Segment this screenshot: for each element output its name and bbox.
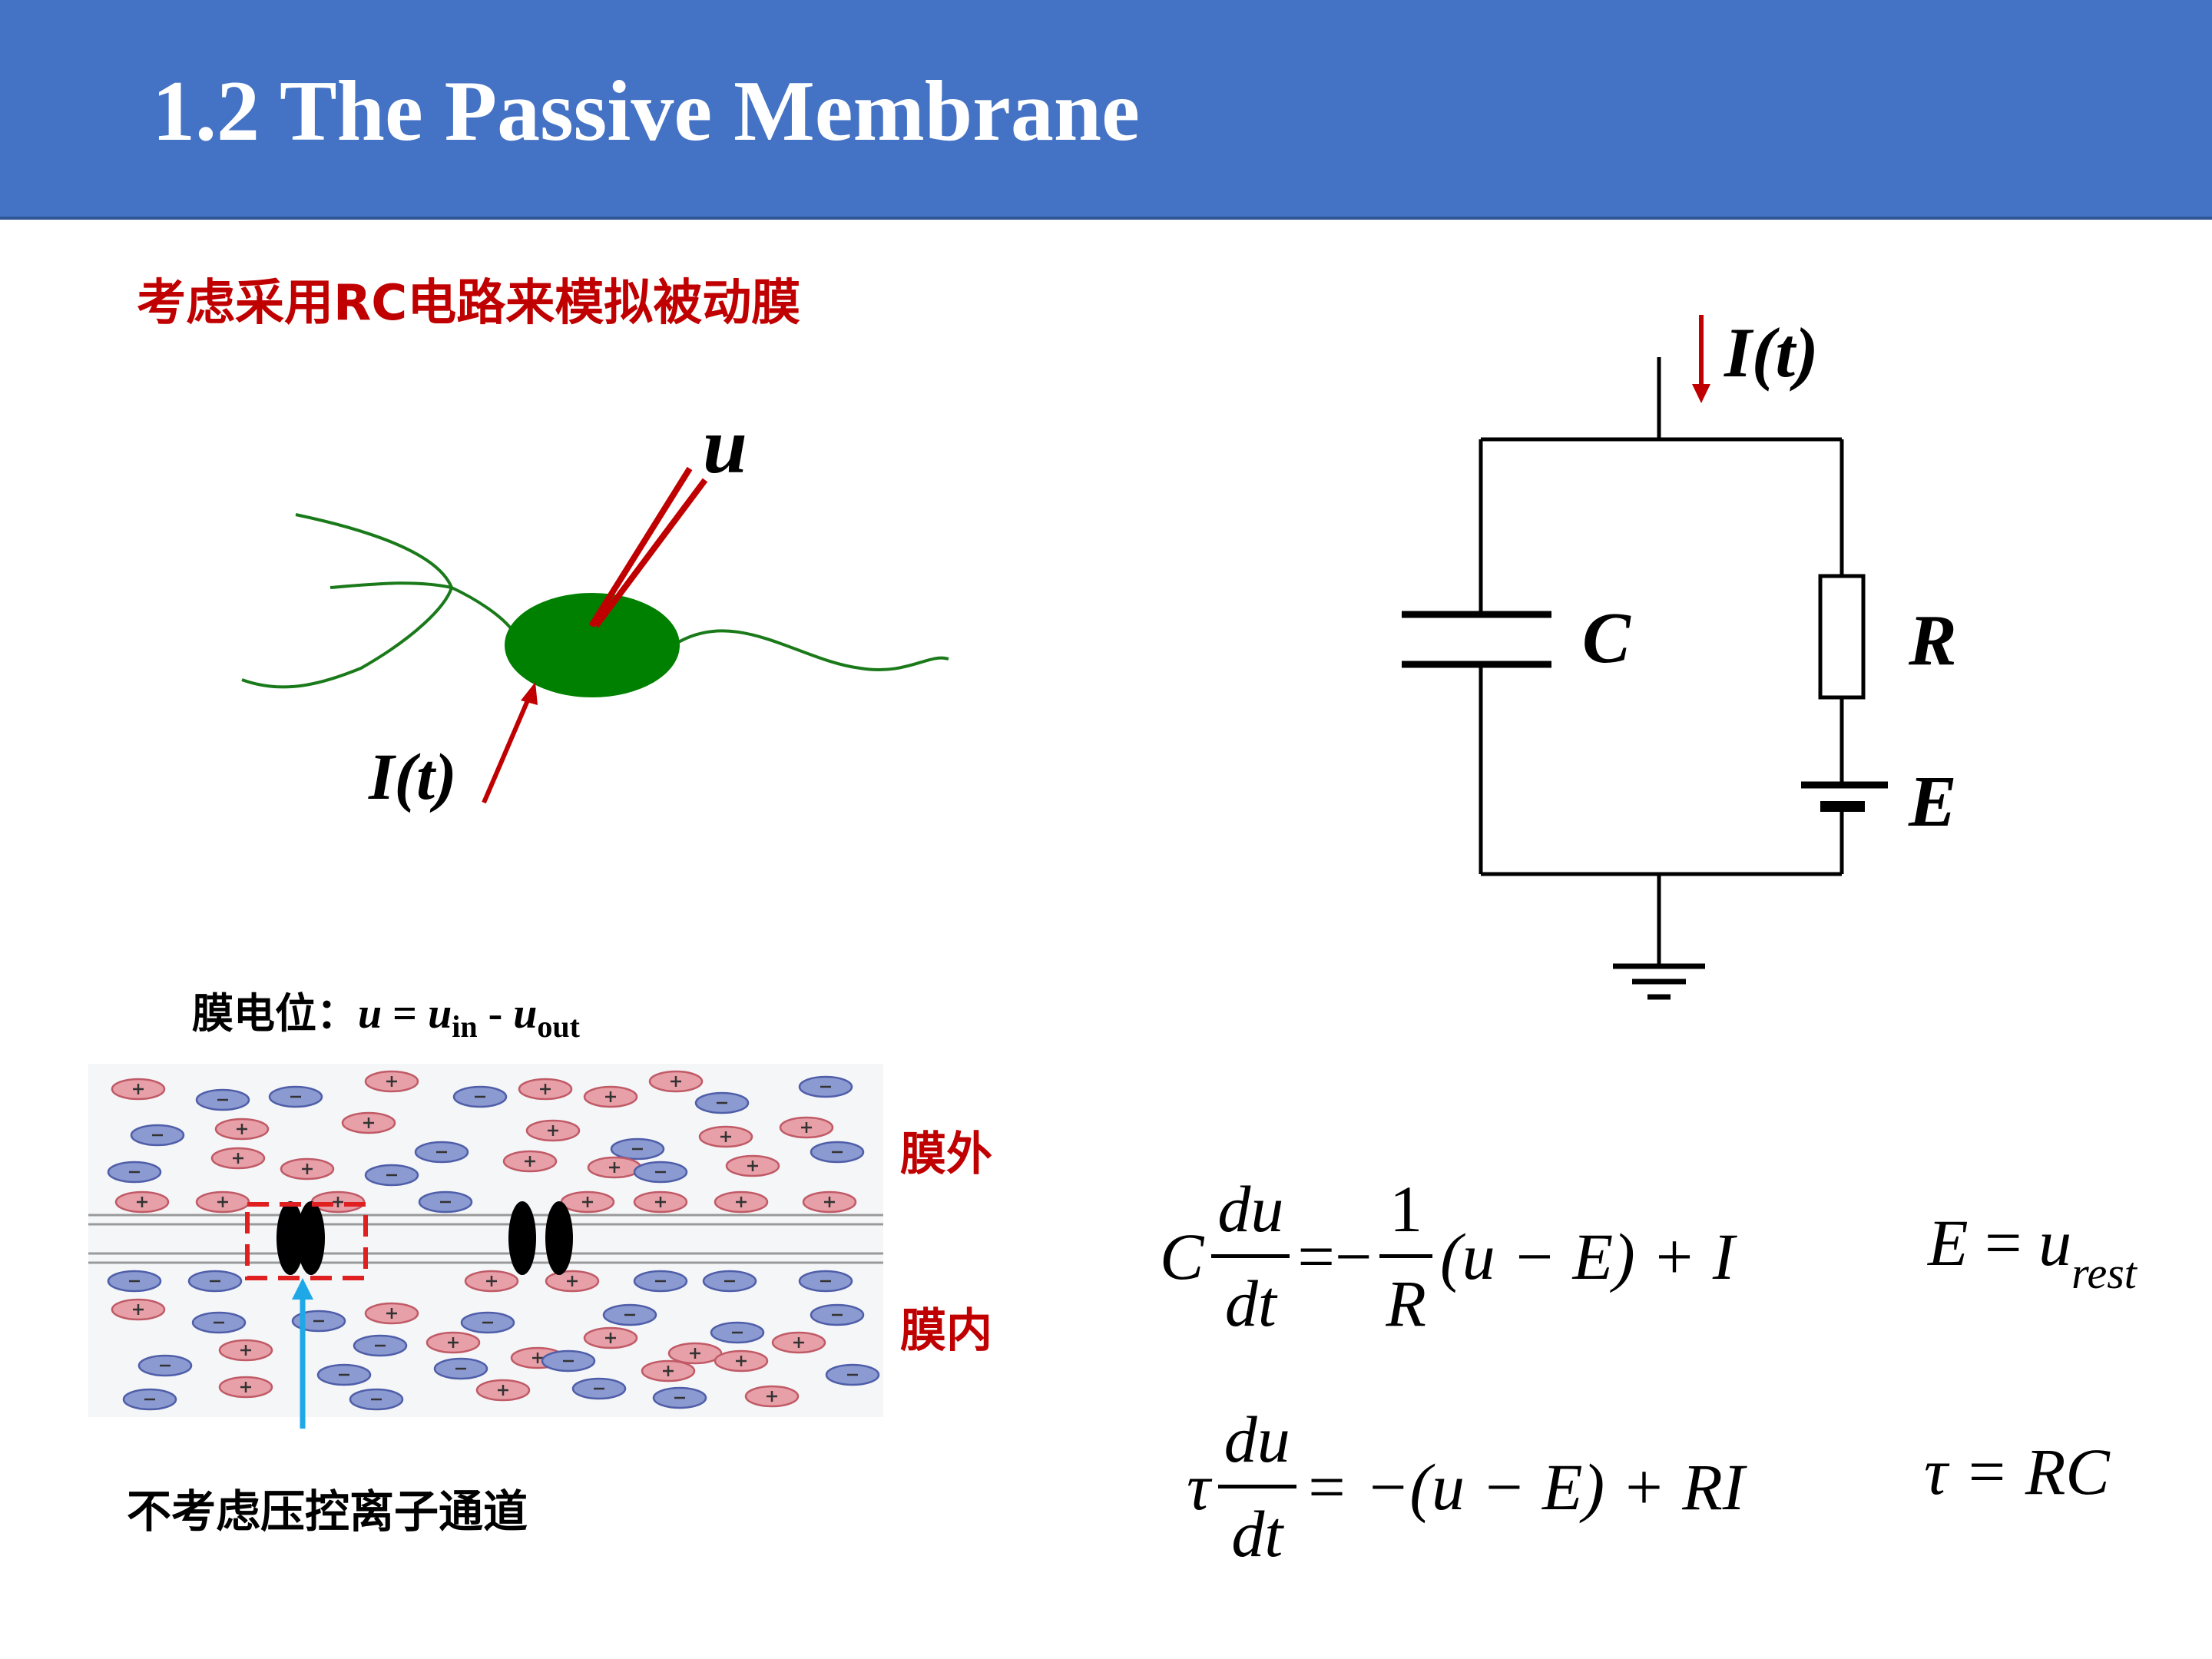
eq2-E: E xyxy=(1928,1206,1969,1280)
eq2-sub-rest: rest xyxy=(2071,1248,2137,1298)
eq-u-in: u xyxy=(428,990,452,1038)
channel-pointer-head xyxy=(292,1278,313,1300)
equation-rc-membrane: C du dt =− 1 R (u − E) + I xyxy=(1160,1164,1734,1349)
eq-equals: = xyxy=(392,990,418,1038)
no-voltage-gated-channels-caption: 不考虑压控离子通道 xyxy=(127,1485,528,1538)
eq1-dt: dt xyxy=(1224,1267,1277,1340)
circuit-current-arrow-head xyxy=(1692,384,1710,403)
rc-circuit: I(t) C R E xyxy=(1402,313,1957,1000)
neuron-voltage-label: u xyxy=(703,402,747,490)
eq-sub-out: out xyxy=(537,1009,580,1044)
eq3-rhs: = −(u − E) + RI xyxy=(1303,1449,1745,1524)
outside-membrane-label: 膜外 xyxy=(900,1128,992,1181)
membrane-potential-label: 膜电位：u = uin - uout xyxy=(192,987,580,1054)
eq3-dt: dt xyxy=(1231,1497,1283,1571)
neuron-current-label: I(t) xyxy=(368,740,457,813)
ion-channel-1b xyxy=(297,1201,325,1275)
electrode-2 xyxy=(593,478,708,628)
eq2-equals: = xyxy=(1968,1206,2039,1280)
title-bar: 1.2 The Passive Membrane xyxy=(0,0,2212,220)
neuron-diagram: u I(t) xyxy=(241,402,949,813)
circuit-current-label: I(t) xyxy=(1724,313,1819,392)
ion-channel-1a xyxy=(276,1201,304,1275)
membrane-diagram xyxy=(88,1064,883,1429)
slide-title: 1.2 The Passive Membrane xyxy=(152,64,1140,159)
eq3-tau: τ xyxy=(1187,1449,1210,1524)
eq-minus: - xyxy=(488,990,503,1038)
eq1-capacitance: C xyxy=(1160,1219,1204,1293)
battery-label: E xyxy=(1908,762,1957,842)
equation-tau-definition: τ = RC xyxy=(1924,1435,2110,1508)
dendrite-left-middle xyxy=(329,581,452,589)
capacitor-label: C xyxy=(1582,598,1631,678)
equation-time-constant-form: τ du dt = −(u − E) + RI xyxy=(1187,1394,1744,1579)
eq1-derivative: du dt xyxy=(1211,1164,1290,1349)
eq3-du: du xyxy=(1224,1402,1290,1476)
dendrite-right xyxy=(674,629,949,672)
eq3-derivative: du dt xyxy=(1217,1394,1296,1579)
resistor-label: R xyxy=(1908,601,1957,680)
dendrite-left-lower xyxy=(241,587,453,689)
potential-prefix: 膜电位： xyxy=(192,989,358,1038)
inside-membrane-label: 膜内 xyxy=(900,1304,992,1358)
eq1-equals-minus: =− xyxy=(1297,1219,1373,1293)
resistor xyxy=(1818,574,1866,700)
ion-channel-2b xyxy=(545,1201,573,1275)
eq2-u: u xyxy=(2038,1206,2072,1280)
neuron-soma xyxy=(505,593,680,697)
input-current-arrow-head xyxy=(521,682,538,705)
eq1-inverse-resistance: 1 R xyxy=(1379,1164,1432,1349)
eq-u-lhs: u xyxy=(358,990,382,1038)
input-current-arrow-shaft xyxy=(482,694,532,804)
equation-resting-potential: E = urest xyxy=(1928,1204,2137,1299)
ion-channel-2a xyxy=(508,1201,536,1275)
eq1-one: 1 xyxy=(1389,1172,1423,1246)
electrode-1 xyxy=(588,466,693,628)
eq-sub-in: in xyxy=(452,1009,478,1044)
slide-subtitle: 考虑采用RC电路来模拟被动膜 xyxy=(137,275,801,332)
eq1-du: du xyxy=(1217,1172,1284,1246)
eq1-rhs: (u − E) + I xyxy=(1439,1219,1735,1293)
eq-u-out: u xyxy=(513,990,538,1038)
eq1-resistance: R xyxy=(1386,1267,1426,1340)
dendrite-left-upper xyxy=(295,513,512,630)
